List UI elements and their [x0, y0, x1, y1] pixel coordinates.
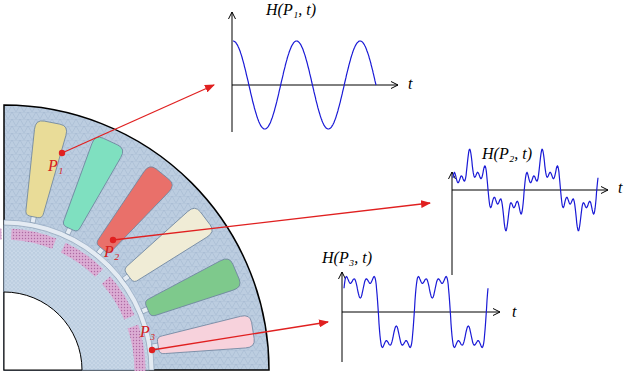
axis [342, 312, 500, 313]
axis-head [339, 272, 346, 279]
waveform [233, 41, 376, 129]
axis-label: t [408, 76, 412, 92]
plot-title: H(P₂, t) [482, 146, 532, 162]
plot-title: H(P₁, t) [266, 2, 316, 18]
axis [452, 190, 608, 191]
axis-label: t [512, 304, 516, 320]
axis-label: t [618, 180, 622, 196]
point-label: P₁ [48, 158, 63, 174]
axis-head [229, 12, 236, 19]
axis-head [601, 187, 608, 194]
plot-title: H(P₃, t) [322, 250, 372, 266]
axis [232, 12, 233, 132]
stator-slot [17, 120, 68, 226]
stator-slot [136, 257, 242, 326]
point-label: P₃ [140, 324, 155, 340]
axis [342, 272, 343, 362]
axis-head [391, 82, 398, 89]
point-label: P₂ [104, 244, 119, 260]
axis [232, 85, 398, 86]
stator-slot [150, 315, 256, 363]
waveform [344, 277, 488, 348]
axis [452, 172, 453, 275]
axis-head [493, 309, 500, 316]
